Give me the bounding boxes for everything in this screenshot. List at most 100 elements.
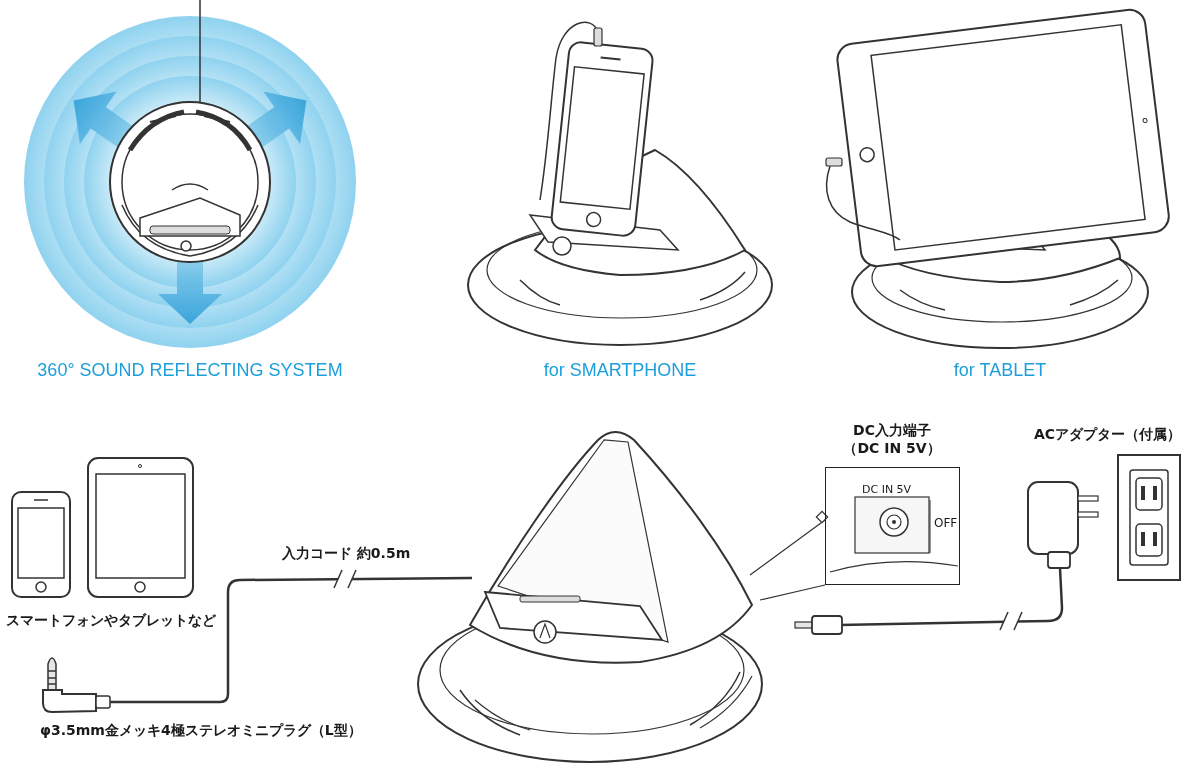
base-slot bbox=[520, 280, 560, 305]
adapter-prong bbox=[1078, 512, 1098, 517]
plug-pin bbox=[48, 658, 56, 690]
base-slot bbox=[700, 676, 752, 728]
tablet-screen bbox=[871, 25, 1145, 250]
logo-mark bbox=[553, 237, 571, 255]
dc-jack-pin bbox=[892, 520, 896, 524]
strain-relief bbox=[96, 696, 110, 708]
home-button bbox=[586, 212, 601, 227]
tablet-stand bbox=[826, 8, 1171, 348]
switch-label: OFF bbox=[934, 516, 957, 531]
leader-line bbox=[750, 520, 825, 575]
socket bbox=[1136, 478, 1162, 510]
outlet-plate bbox=[1130, 470, 1168, 565]
home-button bbox=[859, 147, 875, 163]
dc-jack bbox=[887, 515, 901, 529]
inset-box: DC入力端子 （DC IN 5V） DC IN 5V OFF bbox=[822, 422, 962, 588]
main-speaker bbox=[418, 432, 762, 762]
inset-panel bbox=[825, 467, 960, 585]
tablet-camera bbox=[1143, 118, 1147, 122]
speaker-slot bbox=[204, 116, 230, 122]
speaker-slot bbox=[130, 112, 184, 150]
plug bbox=[594, 28, 602, 46]
tablet-icon bbox=[88, 458, 193, 597]
ac-adapter bbox=[795, 455, 1180, 634]
feature-title: for TABLET bbox=[800, 360, 1200, 382]
inset-heading: DC入力端子 （DC IN 5V） bbox=[842, 422, 942, 457]
logo-mark bbox=[540, 624, 550, 638]
plug-ring bbox=[48, 677, 56, 679]
tablet-screen bbox=[96, 474, 185, 578]
smartphone-icon bbox=[12, 492, 70, 597]
dock-connector bbox=[520, 596, 580, 602]
cord-break bbox=[334, 570, 342, 588]
dock-top bbox=[140, 198, 240, 236]
dock-connector bbox=[150, 226, 230, 234]
dc-plug-body bbox=[812, 616, 842, 634]
dc-plug-tip bbox=[795, 622, 813, 628]
logo-mark bbox=[181, 241, 191, 251]
sound-rings bbox=[24, 16, 356, 348]
socket-slot bbox=[1141, 532, 1145, 546]
cord-break bbox=[348, 570, 356, 588]
base-slot bbox=[900, 290, 945, 310]
base-slot bbox=[475, 700, 530, 730]
sound-ring bbox=[44, 36, 336, 328]
switch-plate bbox=[855, 497, 929, 553]
dc-inset bbox=[750, 467, 960, 600]
adapter-prong bbox=[1078, 496, 1098, 501]
leader-line bbox=[760, 585, 825, 600]
adapter-body bbox=[1028, 482, 1078, 554]
tablet bbox=[836, 8, 1171, 268]
phone-speaker bbox=[601, 57, 621, 59]
logo-mark bbox=[534, 621, 556, 643]
plug-caption: φ3.5mm金メッキ4極ステレオミニプラグ（L型） bbox=[40, 722, 362, 739]
wall-outlet bbox=[1118, 455, 1180, 580]
socket-slot bbox=[1141, 486, 1145, 500]
port-label: DC IN 5V bbox=[862, 483, 911, 497]
device-caption: スマートフォンやタブレットなど bbox=[6, 612, 216, 629]
tablet-camera bbox=[139, 465, 142, 468]
smartphone bbox=[551, 41, 654, 237]
socket-slot bbox=[1153, 532, 1157, 546]
dc-cord bbox=[840, 568, 1062, 625]
sound-arrows bbox=[55, 74, 324, 324]
speaker-slot bbox=[150, 116, 176, 122]
cord-length: 入力コード 約0.5m bbox=[282, 545, 410, 562]
phone-screen bbox=[560, 67, 644, 210]
plug-ring bbox=[48, 670, 56, 672]
speaker-slot bbox=[196, 112, 250, 150]
plug-body bbox=[43, 690, 96, 712]
phone-speaker bbox=[34, 499, 48, 501]
speaker-edge bbox=[830, 562, 958, 572]
plug-ring bbox=[48, 683, 56, 685]
phone-screen bbox=[18, 508, 64, 578]
base-slot bbox=[460, 690, 520, 735]
audio-cable bbox=[827, 166, 900, 240]
source-devices bbox=[12, 458, 193, 597]
sound-ring bbox=[24, 16, 356, 348]
base-slot bbox=[700, 272, 745, 300]
smartphone-stand bbox=[468, 22, 772, 345]
home-button bbox=[36, 582, 46, 592]
adapter-neck bbox=[1048, 552, 1070, 568]
switch-edge bbox=[930, 500, 931, 553]
base-slot bbox=[690, 672, 740, 725]
speaker-ridge bbox=[172, 184, 208, 190]
input-cord bbox=[43, 570, 472, 712]
cord bbox=[199, 0, 201, 112]
speaker-top-view bbox=[110, 0, 270, 262]
adapter-caption: ACアダプター（付属） bbox=[1034, 426, 1181, 443]
feature-title: for SMARTPHONE bbox=[420, 360, 820, 382]
base-slot bbox=[1070, 280, 1118, 305]
feature-title: 360° SOUND REFLECTING SYSTEM bbox=[0, 360, 390, 382]
home-button bbox=[135, 582, 145, 592]
cord-break bbox=[1000, 612, 1008, 630]
plug bbox=[826, 158, 842, 166]
dc-jack bbox=[880, 508, 908, 536]
cord-break bbox=[1014, 612, 1022, 630]
speaker-cone bbox=[470, 432, 752, 663]
